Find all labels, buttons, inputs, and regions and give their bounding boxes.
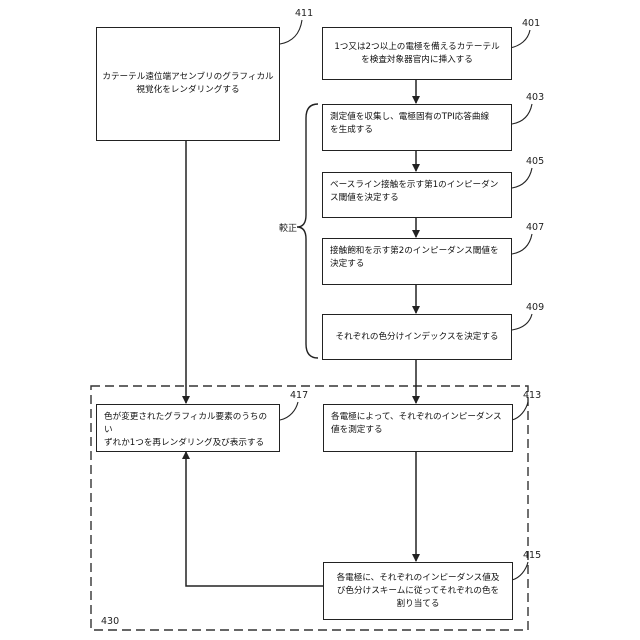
step-403-box: 測定値を収集し、電極固有のTPI応答曲線 を生成する xyxy=(322,104,512,151)
leader-405 xyxy=(512,168,532,188)
step-409-box: それぞれの色分けインデックスを決定する xyxy=(322,314,512,360)
step-417-box: 色が変更されたグラフィカル要素のうちのい ずれか1つを再レンダリング及び表示する xyxy=(96,404,280,452)
step-411-box: カテーテル遠位端アセンブリのグラフィカル視覚化をレンダリングする xyxy=(96,27,280,141)
leader-409 xyxy=(512,314,532,330)
ref-417: 417 xyxy=(290,390,308,401)
step-405-box: ベースライン接触を示す第1のインピーダン ス閾値を決定する xyxy=(322,172,512,218)
leader-407 xyxy=(512,234,532,254)
step-401-box: 1つ又は2つ以上の電極を備えるカテーテル を検査対象器官内に挿入する xyxy=(322,27,512,80)
leader-403 xyxy=(512,104,532,124)
leader-413 xyxy=(512,402,528,420)
ref-413: 413 xyxy=(523,390,541,401)
step-413-box: 各電極によって、それぞれのインピーダンス 値を測定する xyxy=(323,404,513,452)
ref-403: 403 xyxy=(526,92,544,103)
leader-411 xyxy=(280,20,302,44)
ref-409: 409 xyxy=(526,302,544,313)
leader-415 xyxy=(512,562,528,580)
ref-430: 430 xyxy=(101,616,119,627)
calibration-label: 較正 xyxy=(279,221,297,234)
calibration-brace xyxy=(297,104,318,358)
ref-405: 405 xyxy=(526,156,544,167)
leader-401 xyxy=(510,30,530,48)
step-415-box: 各電極に、それぞれのインピーダンス値及 び色分けスキームに従ってそれぞれの色を … xyxy=(323,562,513,620)
ref-411: 411 xyxy=(295,8,313,19)
ref-407: 407 xyxy=(526,222,544,233)
ref-401: 401 xyxy=(522,18,540,29)
ref-415: 415 xyxy=(523,550,541,561)
step-407-box: 接触飽和を示す第2のインピーダンス閾値を 決定する xyxy=(322,238,512,285)
arrow-415-to-417 xyxy=(186,452,323,586)
leader-417 xyxy=(280,402,298,420)
